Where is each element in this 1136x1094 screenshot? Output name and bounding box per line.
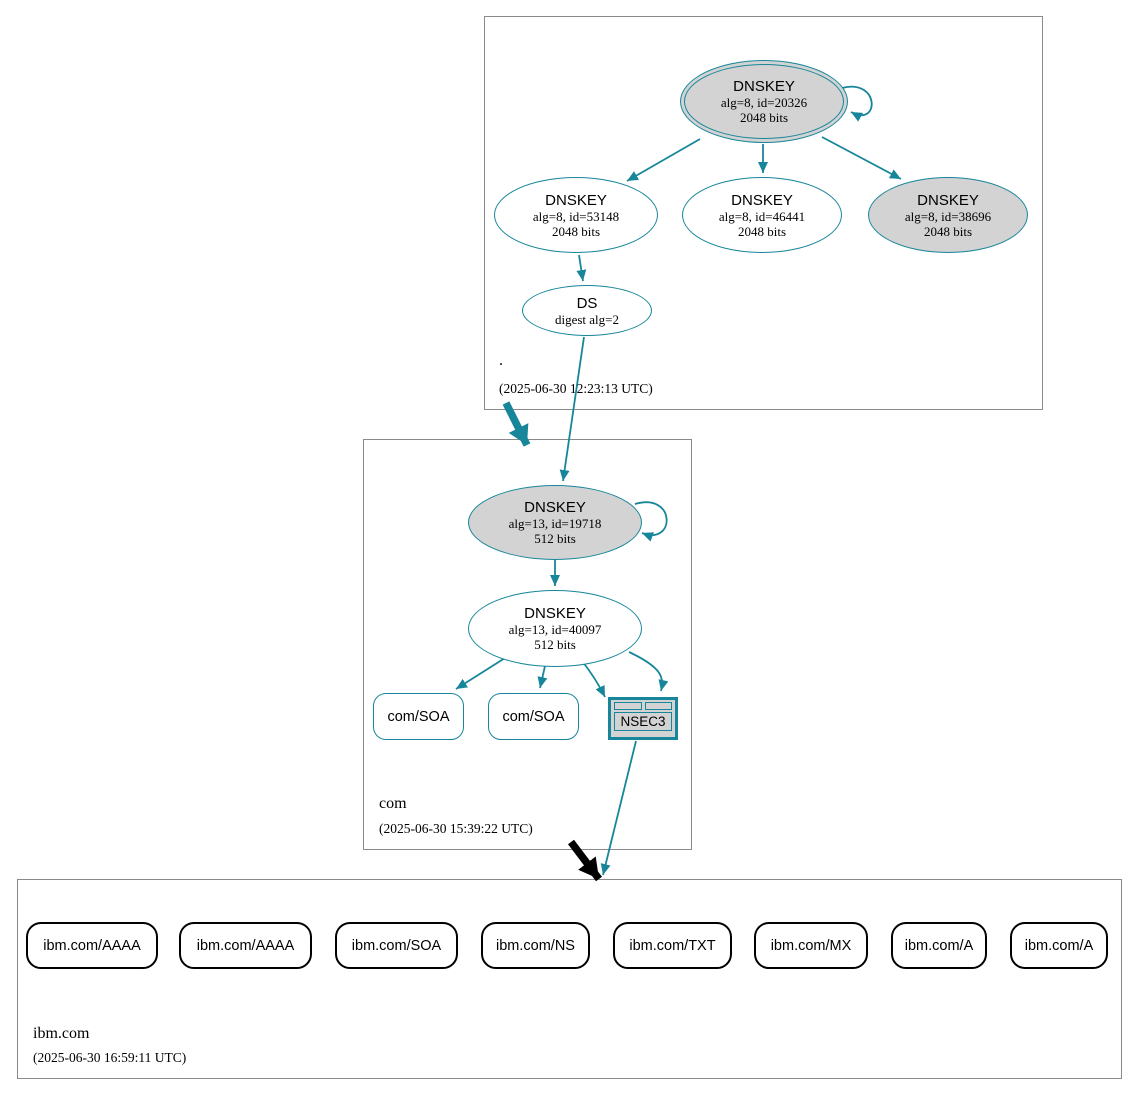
- rrset-label: ibm.com/NS: [496, 937, 575, 954]
- dnskey-node-53148: DNSKEY alg=8, id=53148 2048 bits: [494, 177, 658, 253]
- nsec3-cell-1: [614, 702, 642, 710]
- dnskey-title: DNSKEY: [545, 191, 607, 209]
- nsec3-node: NSEC3: [608, 697, 678, 740]
- rrset-label: ibm.com/AAAA: [43, 937, 141, 954]
- edge-zsk40097-to-soa2: [537, 665, 548, 689]
- rrset-ibm-aaaa-2: ibm.com/AAAA: [179, 922, 312, 969]
- zone-label-com: com: [379, 795, 407, 812]
- edge-ds-to-com-ksk: [559, 336, 585, 482]
- rrset-ibm-a-2: ibm.com/A: [1010, 922, 1108, 969]
- zone-box-root: [484, 16, 1043, 410]
- rrset-label: ibm.com/TXT: [629, 937, 716, 954]
- rrset-ibm-aaaa-1: ibm.com/AAAA: [26, 922, 158, 969]
- edge-ksk20326-to-ksk38696: [821, 136, 902, 180]
- rrset-label: ibm.com/MX: [770, 937, 852, 954]
- zone-label-ibm: ibm.com: [33, 1025, 90, 1042]
- rrset-ibm-a-1: ibm.com/A: [891, 922, 987, 969]
- dnskey-bits: 2048 bits: [923, 223, 973, 239]
- dnskey-title: DNSKEY: [733, 78, 795, 95]
- edge-ksk19718-selfloop: [634, 501, 668, 542]
- dnskey-node-46441: DNSKEY alg=8, id=46441 2048 bits: [682, 177, 842, 253]
- dnskey-alg-id: alg=8, id=46441: [718, 208, 806, 224]
- ds-digest: digest alg=2: [554, 311, 620, 327]
- dnskey-node-40097: DNSKEY alg=13, id=40097 512 bits: [468, 590, 642, 667]
- edge-ksk20326-to-zsk53148: [626, 138, 701, 182]
- dnskey-bits: 512 bits: [534, 531, 576, 546]
- rrset-label: ibm.com/A: [1024, 937, 1094, 954]
- rrset-com-soa-2: com/SOA: [488, 693, 579, 740]
- dnskey-node-38696: DNSKEY alg=8, id=38696 2048 bits: [868, 177, 1028, 253]
- dnskey-node-19718: DNSKEY alg=13, id=19718 512 bits: [468, 485, 642, 560]
- rrset-ibm-ns: ibm.com/NS: [481, 922, 590, 969]
- edge-zsk40097-to-nsec3-right: [628, 651, 669, 692]
- dnskey-alg-id: alg=8, id=53148: [532, 208, 620, 224]
- zone-timestamp-com: (2025-06-30 15:39:22 UTC): [379, 821, 533, 836]
- rrset-ibm-txt: ibm.com/TXT: [613, 922, 732, 969]
- rrset-ibm-soa: ibm.com/SOA: [335, 922, 458, 969]
- ds-title: DS: [576, 294, 598, 312]
- dnskey-bits: 2048 bits: [737, 223, 787, 239]
- rrset-ibm-mx: ibm.com/MX: [754, 922, 868, 969]
- dnskey-bits: 512 bits: [534, 637, 576, 652]
- dnskey-node-20326: DNSKEY alg=8, id=20326 2048 bits: [680, 60, 848, 143]
- zone-timestamp-ibm: (2025-06-30 16:59:11 UTC): [33, 1050, 187, 1065]
- edge-ksk20326-selfloop: [841, 85, 873, 122]
- zone-label-root: .: [499, 352, 503, 369]
- edge-delegation-root-to-com: [502, 401, 531, 447]
- nsec3-cell-2: [644, 702, 672, 710]
- dnskey-title: DNSKEY: [731, 191, 793, 209]
- dnskey-alg-id: alg=13, id=40097: [508, 622, 602, 637]
- dnskey-alg-id: alg=8, id=20326: [720, 95, 808, 110]
- rrset-com-soa-1: com/SOA: [373, 693, 464, 740]
- rrset-label: ibm.com/A: [904, 937, 974, 954]
- dnskey-alg-id: alg=13, id=19718: [508, 516, 602, 531]
- edge-zsk53148-to-ds: [576, 254, 587, 282]
- zone-box-ibm: [17, 879, 1122, 1079]
- dnskey-title: DNSKEY: [917, 191, 979, 209]
- nsec3-header-cells: [614, 702, 672, 710]
- rrset-label: com/SOA: [387, 708, 450, 725]
- dnskey-title: DNSKEY: [524, 499, 586, 516]
- dnskey-alg-id: alg=8, id=38696: [904, 208, 992, 224]
- dnskey-title: DNSKEY: [524, 605, 586, 622]
- rrset-label: com/SOA: [502, 708, 565, 725]
- edge-zsk40097-to-nsec3-left: [581, 660, 606, 698]
- ds-node: DS digest alg=2: [522, 285, 652, 336]
- edge-delegation-com-to-ibm: [568, 839, 602, 882]
- rrset-label: ibm.com/SOA: [351, 937, 442, 954]
- edge-zsk40097-to-soa1: [455, 657, 506, 690]
- rrset-label: ibm.com/AAAA: [196, 937, 295, 954]
- dnskey-bits: 2048 bits: [739, 110, 789, 125]
- dnskey-bits: 2048 bits: [551, 223, 601, 239]
- nsec3-label: NSEC3: [614, 712, 672, 731]
- edge-nsec3-to-ibm: [600, 740, 637, 876]
